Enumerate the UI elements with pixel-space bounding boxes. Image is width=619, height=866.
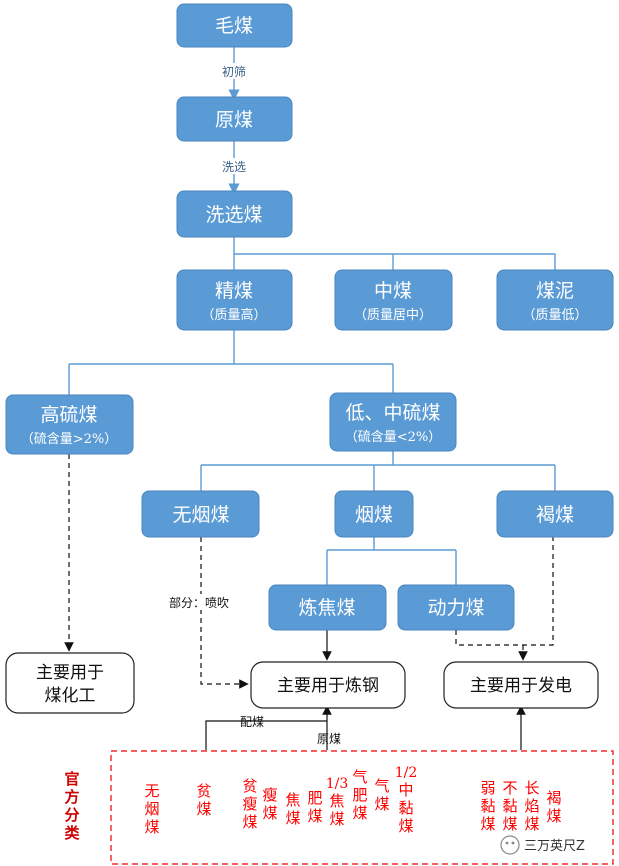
official-item: 弱黏煤 xyxy=(480,779,495,833)
node-jingmei-sub: （质量高） xyxy=(201,307,266,323)
watermark: 三万英尺Z xyxy=(500,835,585,855)
edge-label-penchui: 部分：喷吹 xyxy=(169,595,229,610)
node-jingmei-label: 精煤 xyxy=(215,280,253,302)
node-gaoliu: 高硫煤 （硫含量>2%） xyxy=(5,394,134,455)
use-coal-chemical-line1: 主要用于 xyxy=(36,663,104,683)
node-zhongmei-sub: （质量居中） xyxy=(354,308,432,323)
official-item: 贫煤 xyxy=(196,782,211,818)
use-coal-chemical: 主要用于 煤化工 xyxy=(5,652,135,714)
node-yanmei-label: 烟煤 xyxy=(355,504,393,526)
node-lianjiaomei-label: 炼焦煤 xyxy=(298,597,355,619)
node-yuanmei: 原煤 xyxy=(176,96,293,142)
node-meini-label: 煤泥 xyxy=(536,280,574,302)
edge-dizhongliu-children xyxy=(200,451,556,491)
node-maomei: 毛煤 xyxy=(176,3,293,48)
node-donglimei: 动力煤 xyxy=(397,584,515,631)
use-steel: 主要用于炼钢 xyxy=(250,661,406,709)
node-dizhongliu-label: 低、中硫煤 xyxy=(345,402,440,424)
official-classification-title: 官方分类 xyxy=(64,770,80,842)
edge-xixuanmei-children xyxy=(233,237,556,270)
edge-yanmei-children xyxy=(326,537,457,585)
node-xixuanmei: 洗选煤 xyxy=(176,190,293,238)
edge-label-xixuan: 洗选 xyxy=(222,160,246,174)
edge-label-yuanmei: 原煤 xyxy=(317,732,341,746)
edge-label-chushai: 初筛 xyxy=(222,64,246,79)
official-item: 褐煤 xyxy=(546,789,561,825)
use-steel-label: 主要用于炼钢 xyxy=(277,676,379,696)
node-lianjiaomei: 炼焦煤 xyxy=(268,584,387,631)
official-item: 气肥煤 xyxy=(352,768,367,822)
node-hemei: 褐煤 xyxy=(496,490,614,538)
official-classification-box xyxy=(110,750,614,865)
node-dizhongliu-sub: （硫含量<2%） xyxy=(345,429,442,445)
node-maomei-label: 毛煤 xyxy=(215,15,253,37)
connectors xyxy=(64,47,556,750)
wechat-icon xyxy=(500,835,520,855)
edge-power-merge xyxy=(455,537,554,656)
use-coal-chemical-line2: 煤化工 xyxy=(45,686,96,706)
node-gaoliu-sub: （硫含量>2%） xyxy=(21,431,118,447)
official-title-text: 官方分类 xyxy=(64,770,80,842)
use-power: 主要用于发电 xyxy=(443,661,599,709)
edge-official-steel xyxy=(205,710,327,750)
official-item: 无烟煤 xyxy=(144,782,159,836)
node-jingmei: 精煤 （质量高） xyxy=(176,269,293,331)
edge-label-peimei: 配煤 xyxy=(240,715,264,729)
node-yanmei: 烟煤 xyxy=(334,490,414,538)
official-item: 不黏煤 xyxy=(502,779,517,833)
node-donglimei-label: 动力煤 xyxy=(427,597,484,619)
node-zhongmei-label: 中煤 xyxy=(374,280,412,302)
official-item: 瘦煤 xyxy=(262,786,277,822)
official-item: 气煤 xyxy=(374,777,389,813)
watermark-text: 三万英尺Z xyxy=(524,839,585,854)
edge-wuyanmei-steel xyxy=(200,537,249,689)
official-item: 贫瘦煤 xyxy=(242,777,257,831)
official-item: 长焰煤 xyxy=(524,779,539,833)
node-yuanmei-label: 原煤 xyxy=(215,109,253,131)
node-wuyanmei: 无烟煤 xyxy=(141,490,260,538)
edge-jingmei-children xyxy=(68,330,394,395)
official-item: 肥煤 xyxy=(307,789,322,825)
node-meini: 煤泥 （质量低） xyxy=(496,269,614,331)
node-gaoliu-label: 高硫煤 xyxy=(40,404,97,426)
node-zhongmei: 中煤 （质量居中） xyxy=(334,269,453,331)
node-wuyanmei-label: 无烟煤 xyxy=(172,504,229,526)
node-hemei-label: 褐煤 xyxy=(536,504,574,526)
node-xixuanmei-label: 洗选煤 xyxy=(205,204,262,226)
use-power-label: 主要用于发电 xyxy=(470,676,572,696)
official-item: 焦煤 xyxy=(285,791,300,827)
node-dizhongliu: 低、中硫煤 （硫含量<2%） xyxy=(329,392,457,452)
node-meini-sub: （质量低） xyxy=(522,308,587,323)
